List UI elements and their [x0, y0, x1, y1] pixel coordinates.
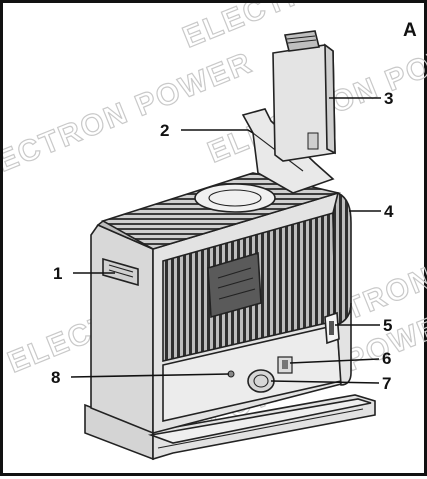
leader-lines: [70, 97, 381, 384]
callout-2: 2: [160, 121, 169, 140]
heater-base: [84, 394, 376, 461]
leader-line-6: [289, 358, 380, 364]
figure-letter: A: [403, 20, 417, 41]
heater-side-panel: [90, 224, 154, 435]
right-side-grille: [332, 191, 352, 327]
callout-5: 5: [383, 316, 392, 335]
leader-line-8: [70, 373, 230, 378]
callout-1: 1: [53, 264, 62, 283]
callout-8: 8: [51, 368, 60, 387]
callout-7: 7: [382, 374, 391, 393]
leader-line-2: [181, 129, 254, 134]
callout-3: 3: [384, 89, 393, 108]
watermark-text: ELECTRON POWER: [3, 46, 257, 194]
right-side-lower: [336, 302, 352, 386]
top-outlet: [194, 183, 276, 213]
heater-diagram: ELECTRON POWER ELECTRON POWER ELECTRON P…: [3, 3, 427, 461]
leader-line-7: [270, 380, 380, 384]
control-knob: [247, 369, 275, 393]
callout-6: 6: [382, 349, 391, 368]
callout-4: 4: [384, 202, 394, 221]
